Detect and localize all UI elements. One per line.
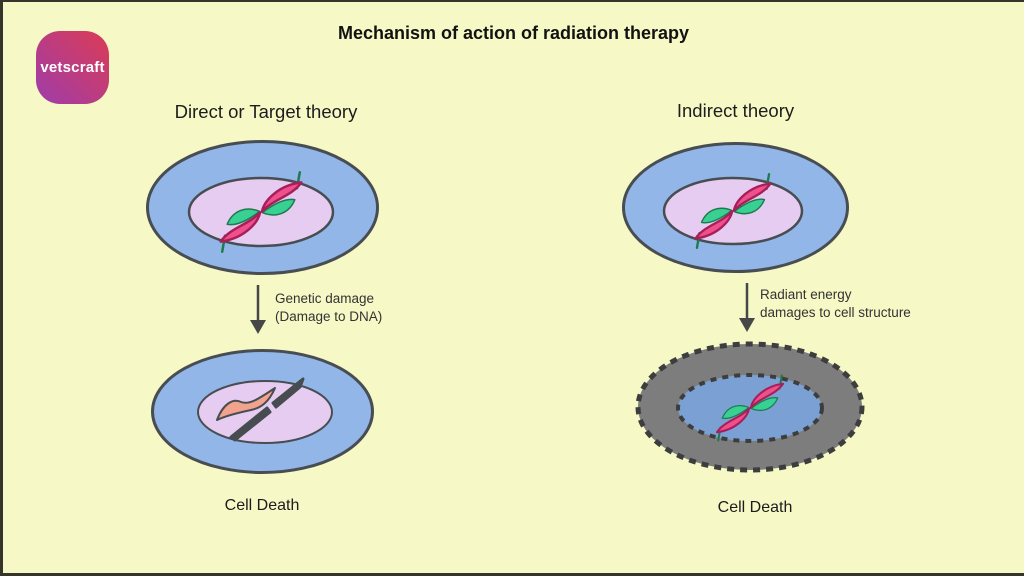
indirect-result-label: Cell Death bbox=[717, 499, 793, 516]
damaged-cell-indirect-illustration bbox=[635, 341, 865, 473]
healthy-cell-indirect-illustration bbox=[622, 142, 849, 273]
indirect-arrow-label-line2: damages to cell structure bbox=[760, 304, 911, 320]
direct-arrow-label-line2: (Damage to DNA) bbox=[275, 308, 383, 324]
direct-arrow-label: Genetic damage (Damage to DNA) bbox=[275, 290, 382, 325]
direct-theory-heading: Direct or Target theory bbox=[174, 101, 358, 122]
direct-result-label: Cell Death bbox=[224, 497, 300, 514]
indirect-arrow-label-line1: Radiant energy bbox=[760, 287, 852, 302]
indirect-arrow-label: Radiant energy damages to cell structure bbox=[760, 286, 911, 321]
down-arrow-icon bbox=[248, 285, 268, 335]
down-arrow-icon bbox=[737, 283, 757, 333]
direct-arrow-label-line1: Genetic damage bbox=[275, 291, 375, 306]
healthy-cell-direct-illustration bbox=[146, 140, 379, 275]
vetscraft-logo: vetscraft bbox=[36, 31, 109, 104]
indirect-theory-heading: Indirect theory bbox=[676, 100, 795, 121]
dead-cell-direct-illustration bbox=[151, 349, 374, 474]
page-title: Mechanism of action of radiation therapy bbox=[337, 23, 690, 43]
vetscraft-logo-text: vetscraft bbox=[40, 59, 105, 76]
